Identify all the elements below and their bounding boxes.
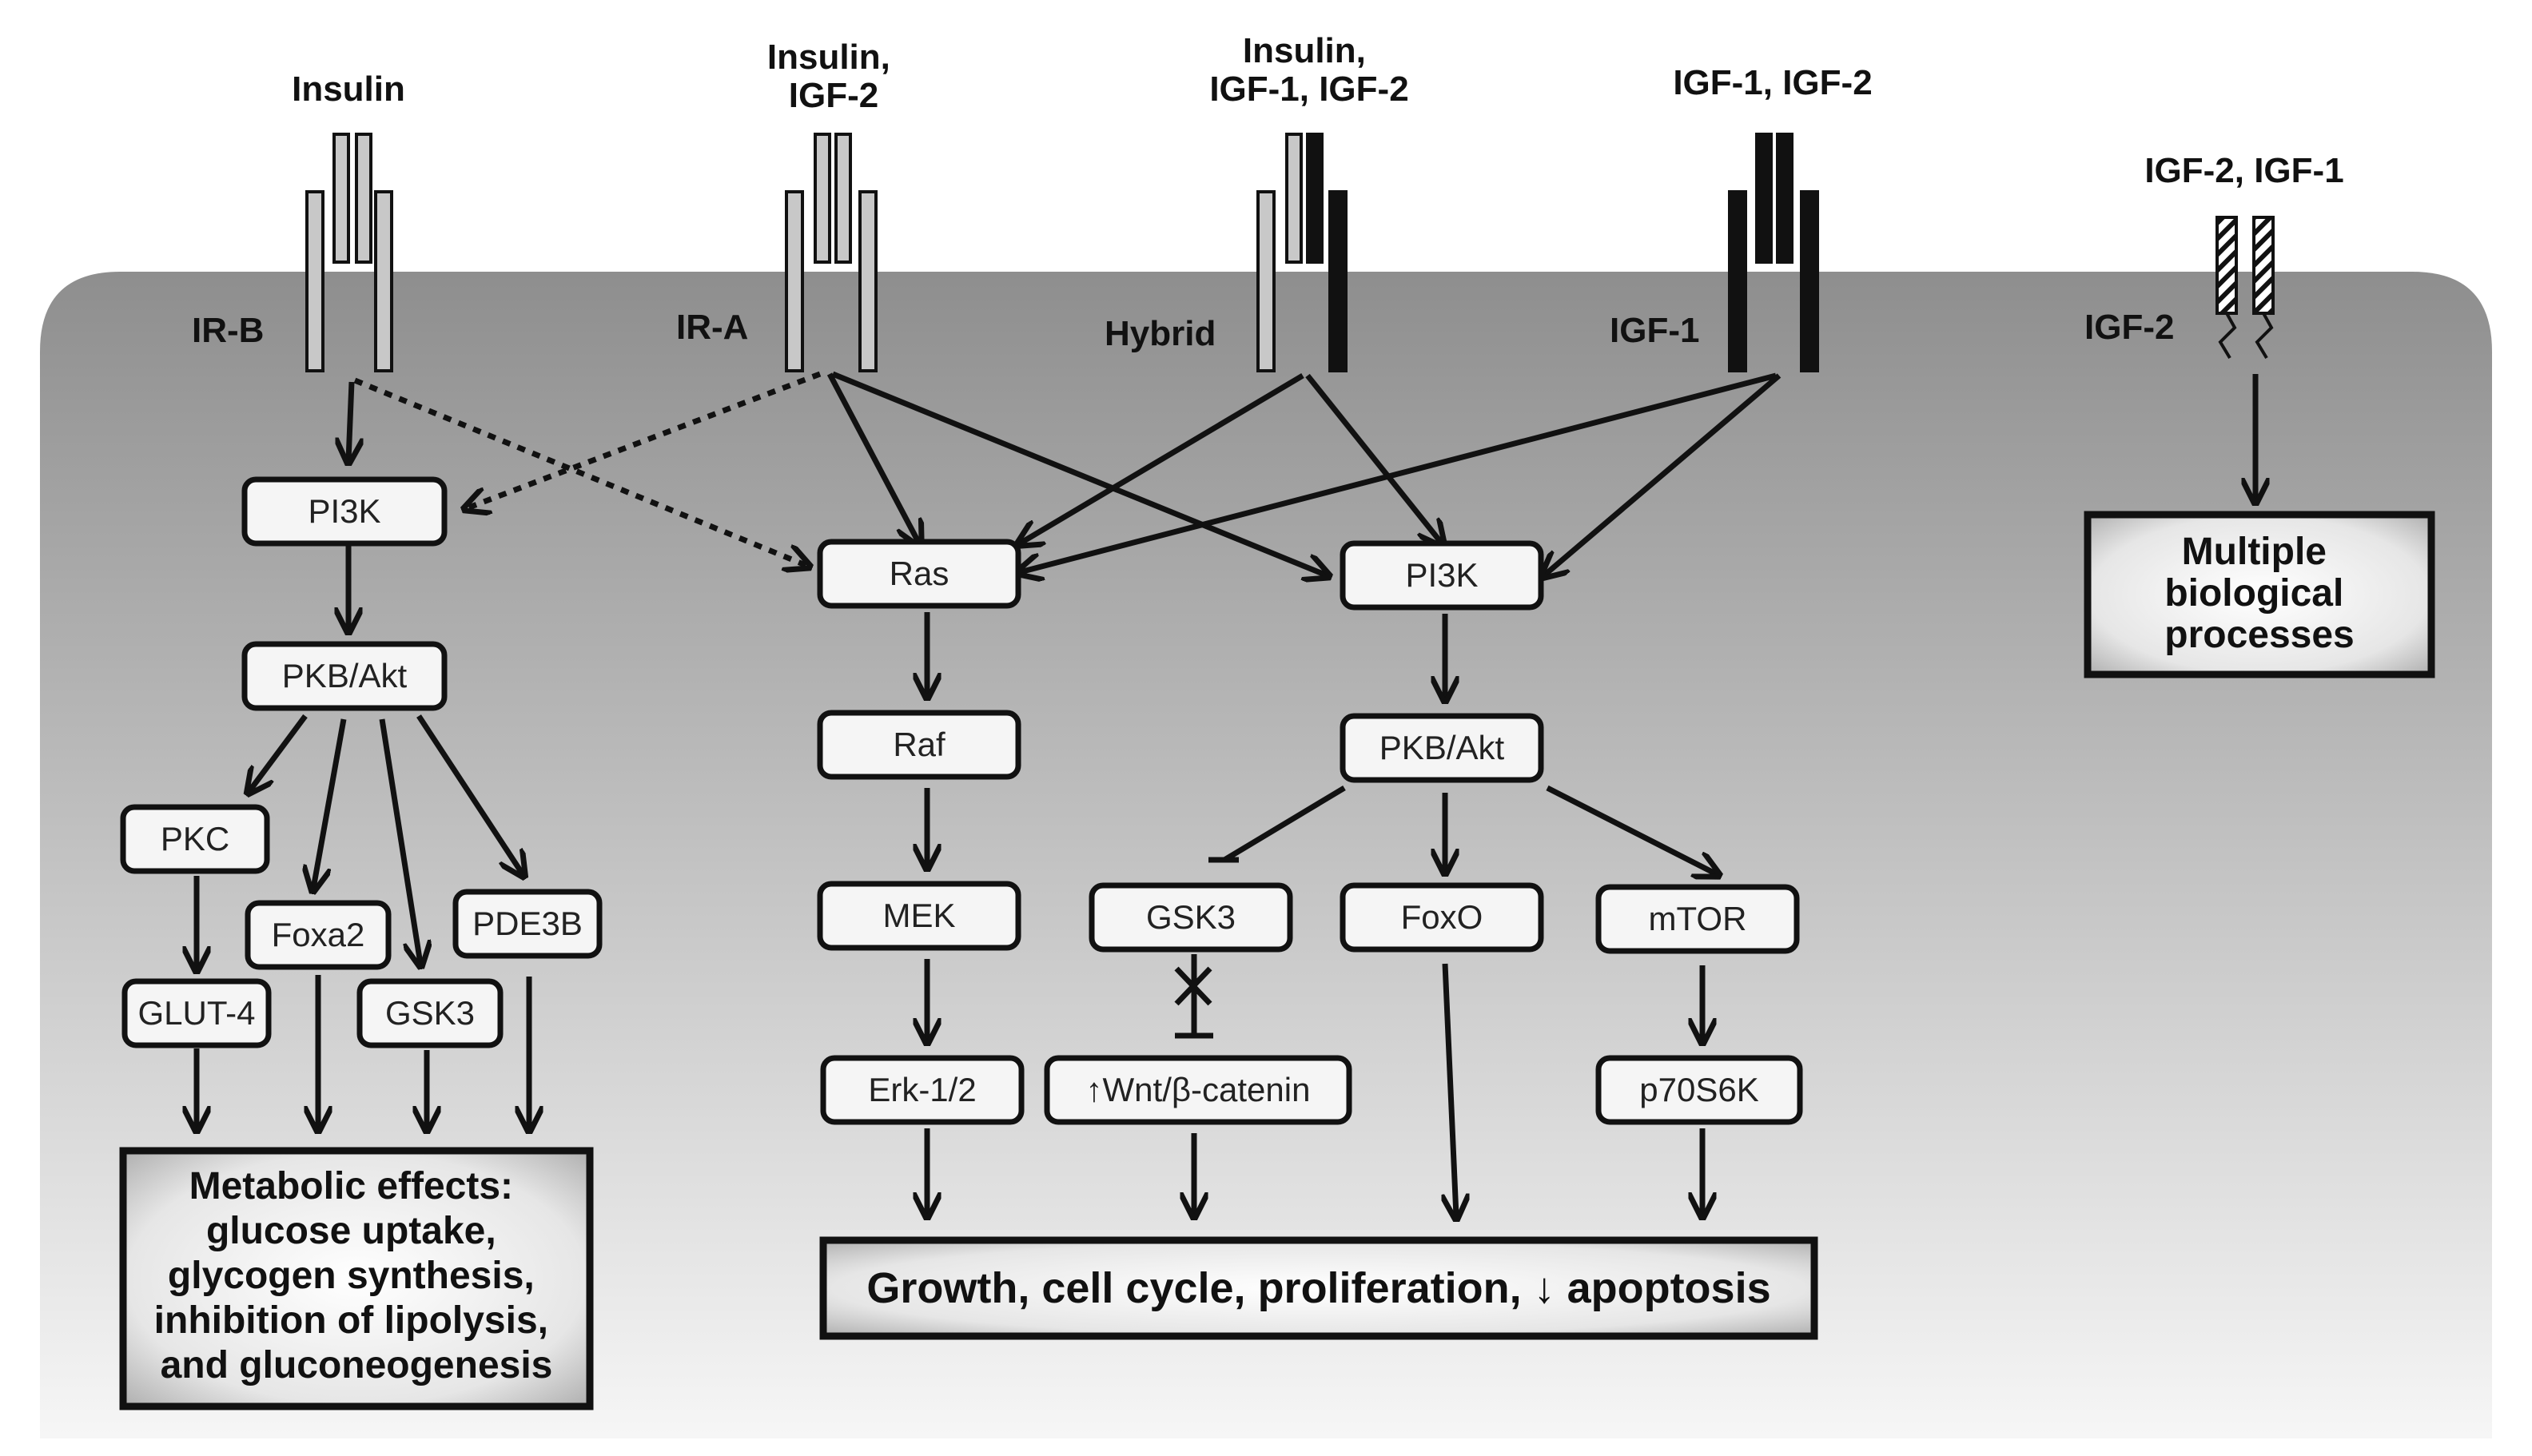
- node-pi3k-growth: PI3K: [1340, 540, 1544, 611]
- svg-text:p70S6K: p70S6K: [1639, 1071, 1758, 1108]
- svg-text:MEK: MEK: [882, 897, 955, 934]
- receptor-irb: [305, 133, 393, 372]
- receptor-label-hybrid: Hybrid: [1105, 314, 1216, 353]
- svg-text:Metabolic effects: gluco: Metabolic effects: glucose uptake, glyco…: [154, 1165, 559, 1386]
- receptor-label-irb: IR-B: [192, 311, 264, 350]
- svg-text:GSK3: GSK3: [385, 994, 475, 1032]
- arrows: [197, 371, 2255, 1216]
- node-glut4: GLUT-4: [121, 978, 272, 1048]
- node-mtor: mTOR: [1595, 884, 1800, 954]
- ligand-label-hybrid: Insulin, IGF-1, IGF-2: [1209, 31, 1408, 109]
- svg-text:PKC: PKC: [161, 820, 229, 857]
- node-mek: MEK: [817, 881, 1021, 951]
- receptor-igf1r: [1728, 133, 1819, 372]
- svg-text:Multiple biological: Multiple biological processes: [2164, 531, 2355, 656]
- node-wnt-beta-catenin: ↑Wnt/β-catenin: [1044, 1055, 1352, 1125]
- svg-text:PI3K: PI3K: [308, 492, 380, 530]
- svg-text:Ras: Ras: [890, 555, 950, 592]
- receptor-igf2r: [2216, 216, 2275, 360]
- outcome-igf2r: Multiple biological processes: [2084, 511, 2435, 678]
- svg-text:Foxa2: Foxa2: [272, 916, 365, 953]
- svg-text:PI3K: PI3K: [1405, 556, 1478, 594]
- svg-text:FoxO: FoxO: [1401, 898, 1483, 936]
- node-foxo: FoxO: [1340, 882, 1544, 953]
- receptor-label-igf2r: IGF-2: [2084, 308, 2174, 347]
- svg-text:mTOR: mTOR: [1649, 900, 1747, 937]
- outcome-metabolic-effects: Metabolic effects: glucose uptake, glyco…: [119, 1147, 594, 1410]
- ligand-label-irb: Insulin: [292, 70, 405, 109]
- node-erk: Erk-1/2: [820, 1055, 1025, 1125]
- svg-text:Growth, cell cycle, proliferat: Growth, cell cycle, proliferation, ↓ apo…: [866, 1264, 1770, 1312]
- node-pde3b: PDE3B: [452, 889, 603, 959]
- outcome-growth: Growth, cell cycle, proliferation, ↓ apo…: [819, 1236, 1818, 1340]
- node-foxa2: Foxa2: [245, 900, 392, 970]
- cell-body: [40, 272, 2492, 1438]
- svg-text:GLUT-4: GLUT-4: [137, 994, 255, 1032]
- svg-text:↑Wnt/β-catenin: ↑Wnt/β-catenin: [1086, 1071, 1311, 1108]
- svg-text:GSK3: GSK3: [1146, 898, 1236, 936]
- node-p70s6k: p70S6K: [1595, 1055, 1803, 1125]
- node-pi3k-metabolic: PI3K: [241, 476, 448, 547]
- svg-text:Erk-1/2: Erk-1/2: [868, 1071, 976, 1108]
- node-akt-growth: PKB/Akt: [1340, 713, 1544, 783]
- svg-text:PKB/Akt: PKB/Akt: [1379, 729, 1505, 766]
- ligand-label-ira: Insulin, IGF-2: [767, 38, 900, 115]
- node-akt-metabolic: PKB/Akt: [241, 641, 448, 711]
- receptor-label-igf1r: IGF-1: [1610, 311, 1699, 350]
- node-gsk3-metabolic: GSK3: [356, 978, 504, 1048]
- svg-text:PDE3B: PDE3B: [472, 905, 583, 942]
- node-pkc: PKC: [120, 804, 270, 874]
- node-gsk3-growth: GSK3: [1089, 882, 1293, 953]
- receptor-hybrid: [1256, 133, 1348, 372]
- ligand-label-igf2r: IGF-2, IGF-1: [2144, 151, 2343, 190]
- node-raf: Raf: [817, 710, 1021, 780]
- svg-text:PKB/Akt: PKB/Akt: [282, 657, 408, 694]
- receptor-label-ira: IR-A: [676, 308, 748, 347]
- ligand-label-igf1r: IGF-1, IGF-2: [1673, 63, 1872, 102]
- node-ras: Ras: [817, 539, 1021, 609]
- svg-text:Raf: Raf: [893, 726, 946, 763]
- receptor-ira: [785, 133, 878, 372]
